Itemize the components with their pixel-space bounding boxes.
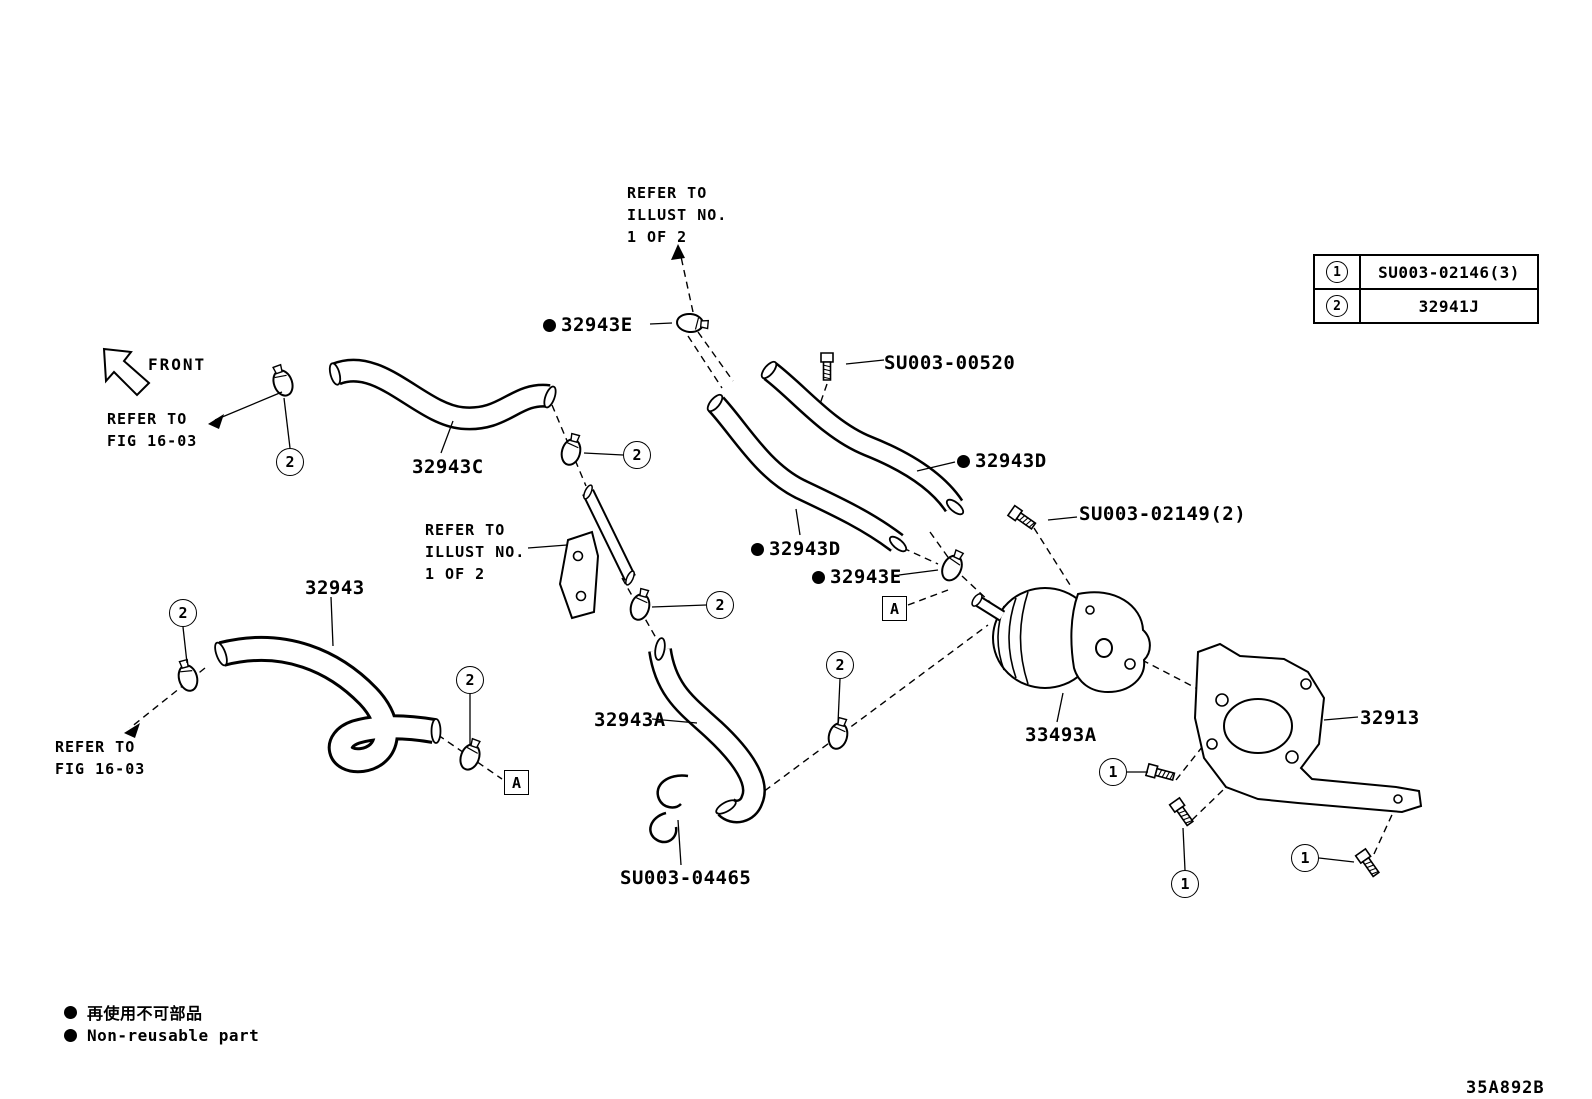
legend-callout-cell: 1 [1315,256,1361,288]
part-label-su003-00520: SU003-00520 [884,352,1016,374]
legend-callout-cell: 2 [1315,290,1361,322]
non-reusable-dot-icon [64,1005,77,1019]
part-label-32943a: 32943A [594,709,666,731]
front-arrow-icon [102,347,151,397]
callout-2: 2 [623,441,651,469]
hose-32943d-lower-drawing [706,393,908,553]
part-label-32943e-mid: 32943E [812,566,902,588]
refer-to-fig-note-bottom: REFER TO FIG 16-03 [55,738,146,778]
refer-to-illust-note-mid: REFER TO ILLUST NO. 1 OF 2 [425,521,526,583]
non-reusable-dot-icon [751,542,764,556]
legend-part-number: SU003-02146(3) [1378,262,1520,282]
non-reusable-legend-jp: 再使用不可部品 [64,1000,203,1024]
non-reusable-dot-icon [64,1029,77,1042]
hose-32943c-drawing [328,358,557,431]
part-label-su003-04465: SU003-04465 [620,867,752,889]
callout-1: 1 [1099,758,1127,786]
legend-table: 1 SU003-02146(3) 2 32941J [1313,254,1539,324]
part-label-33493a: 33493A [1025,724,1097,746]
pipe-bracket-drawing [558,484,636,620]
connector-a-marker: A [504,770,529,795]
part-label-32913: 32913 [1360,707,1420,729]
front-direction-label: FRONT [148,355,207,374]
legend-table-row: 1 SU003-02146(3) [1315,256,1537,288]
callout-2: 2 [276,448,304,476]
callout-2: 2 [826,651,854,679]
hose-32943d-upper-drawing [760,360,965,516]
refer-to-illust-note-top: REFER TO ILLUST NO. 1 OF 2 [627,184,728,246]
callout-1: 1 [1291,844,1319,872]
callout-2: 2 [456,666,484,694]
refer-to-fig-note-top: REFER TO FIG 16-03 [107,410,198,450]
legend-part-number: 32941J [1418,296,1480,316]
mounting-bracket-drawing [1193,642,1423,814]
clip-drawing [649,774,689,844]
part-label-32943c: 32943C [412,456,484,478]
hose-32943a-drawing [648,637,766,824]
part-label-32943: 32943 [305,577,365,599]
callout-1: 1 [1326,261,1348,283]
hose-32943-drawing [214,635,442,774]
non-reusable-dot-icon [957,454,970,468]
callout-2: 2 [169,599,197,627]
callout-2: 2 [1326,295,1348,317]
oil-cooler-drawing [971,587,1151,694]
drawing-number: 35A892B [1466,1078,1545,1098]
leader-lines [182,322,1359,871]
non-reusable-dot-icon [543,318,556,332]
part-label-32943e-top: 32943E [543,314,633,336]
part-label-su003-02149: SU003-02149(2) [1079,503,1247,525]
callout-2: 2 [706,591,734,619]
part-label-32943d-left: 32943D [751,538,841,560]
callout-1: 1 [1171,870,1199,898]
non-reusable-legend-en: Non-reusable part [64,1026,259,1045]
non-reusable-dot-icon [812,570,825,584]
connector-a-marker: A [882,596,907,621]
legend-table-row: 2 32941J [1315,288,1537,322]
part-label-32943d-right: 32943D [957,450,1047,472]
